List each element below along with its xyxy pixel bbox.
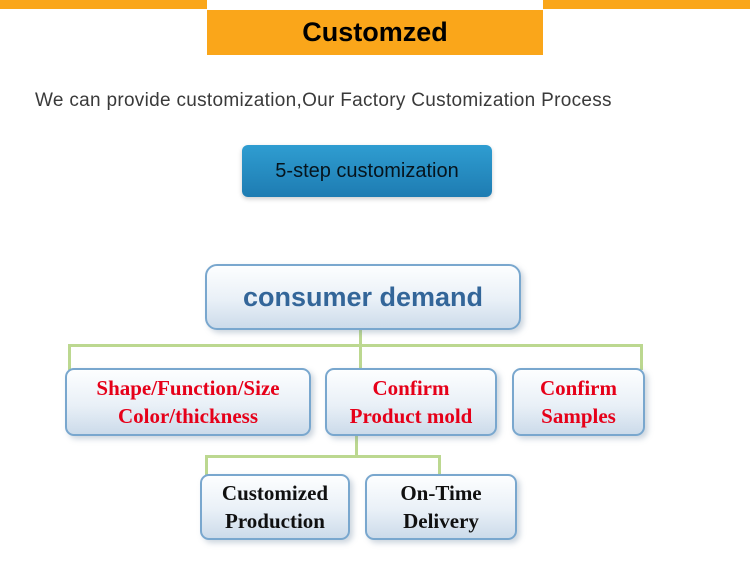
step-button: 5-step customization <box>242 145 492 197</box>
box-label-line: Product mold <box>349 404 473 428</box>
box-label-line: Customized <box>221 481 329 505</box>
connector-horizontal-bottom <box>205 455 441 458</box>
box-label-line: Shape/Function/Size <box>96 376 280 400</box>
flow-box-confirm-product-mold: Confirm Product mold <box>325 368 497 436</box>
connector-drop-right <box>640 344 643 370</box>
box-label-line: Color/thickness <box>117 404 258 428</box>
connector-drop-bottom-right <box>438 455 441 475</box>
connector-root-vertical <box>359 330 362 368</box>
flow-box-customized-production: Customized Production <box>200 474 350 540</box>
box-label-line: Confirm <box>372 376 450 400</box>
flow-box-shape-function-size: Shape/Function/Size Color/thickness <box>65 368 311 436</box>
top-strip-left <box>0 0 207 9</box>
box-label-line: Production <box>225 509 325 533</box>
top-strip-right <box>543 0 750 9</box>
connector-drop-bottom-left <box>205 455 208 475</box>
banner: Customzed <box>207 10 543 55</box>
box-label-line: Confirm <box>540 376 617 400</box>
connector-mid-vertical <box>355 436 358 458</box>
box-label-line: On-Time <box>400 481 482 505</box>
consumer-demand-label: consumer demand <box>242 281 484 312</box>
flow-box-on-time-delivery: On-Time Delivery <box>365 474 517 540</box>
intro-text: We can provide customization,Our Factory… <box>35 90 612 111</box>
banner-title: Customzed <box>302 17 448 47</box>
box-label-line: Delivery <box>403 509 479 533</box>
connector-horizontal-top <box>68 344 643 347</box>
box-label-line: Samples <box>541 404 616 428</box>
connector-drop-left <box>68 344 71 370</box>
flow-box-consumer-demand: consumer demand <box>205 264 521 330</box>
step-button-label: 5-step customization <box>275 159 459 182</box>
flow-box-confirm-samples: Confirm Samples <box>512 368 645 436</box>
